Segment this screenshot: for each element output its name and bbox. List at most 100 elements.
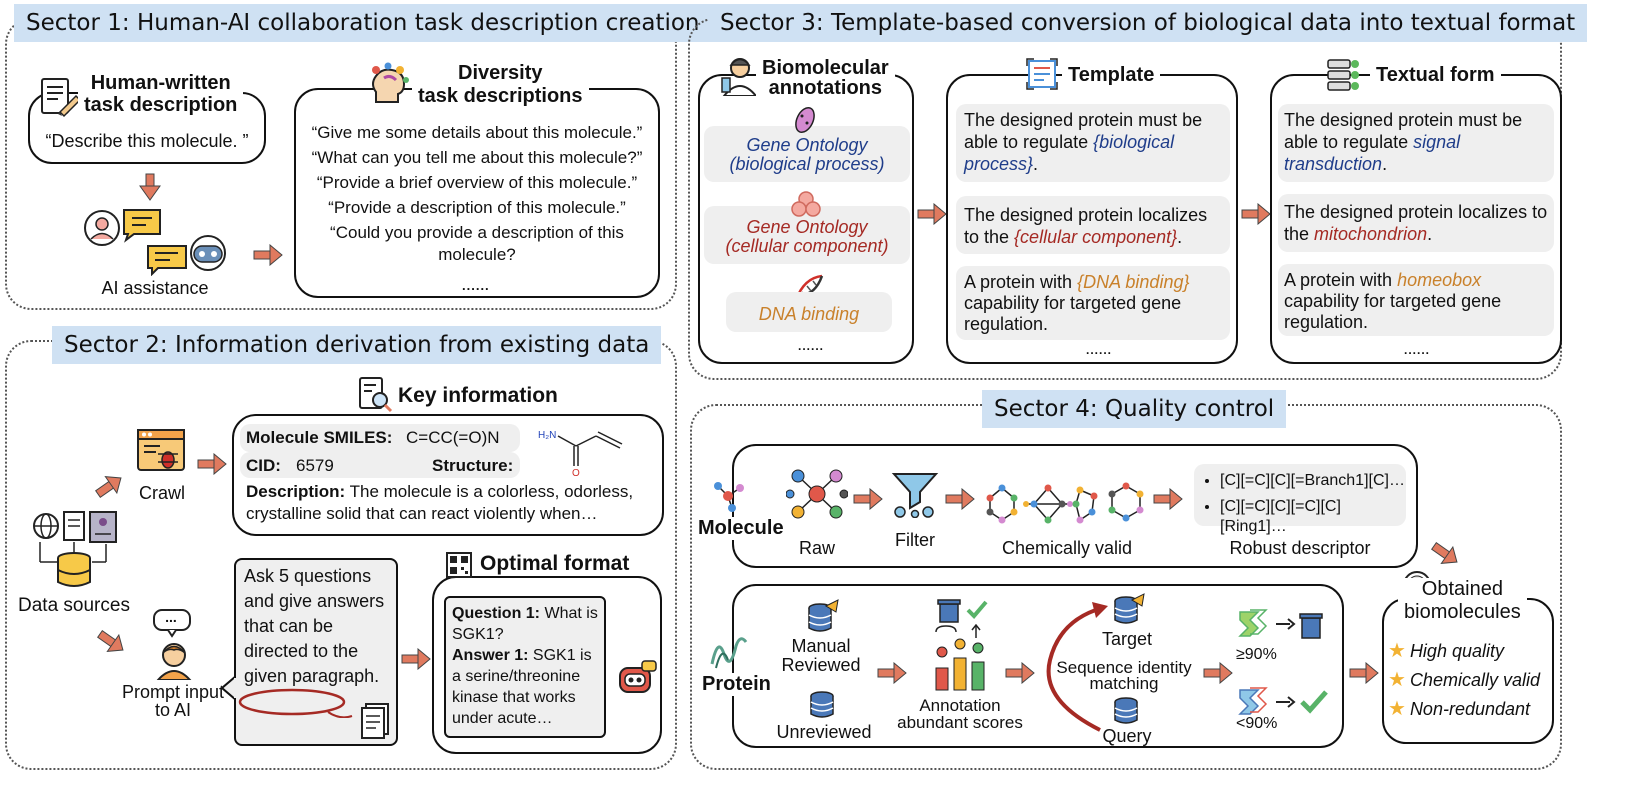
matching-curve-arrow — [1046, 602, 1108, 732]
list-item: “Could you provide a description of this… — [330, 223, 624, 264]
sector-1-title: Sector 1: Human-AI collaboration task de… — [14, 4, 712, 43]
document-search-icon — [356, 376, 394, 419]
prompt-text: Ask 5 questions and give answers that ca… — [244, 566, 385, 686]
textual-title: Textual form — [1370, 64, 1501, 86]
list-item: [C][=C][C][=C][C][Ring1]… — [1220, 497, 1406, 537]
protein-icon — [708, 634, 748, 675]
list-item: “What can you tell me about this molecul… — [311, 148, 643, 167]
smiles-label: Molecule SMILES: — [246, 428, 393, 447]
right-arrow — [197, 453, 227, 475]
raw-molecules-icon — [785, 464, 849, 529]
descriptor-list: [C][=C][C][=Branch1][C]… [C][=C][C][=C][… — [1194, 471, 1406, 537]
cells-icon — [790, 190, 822, 223]
score-bars-icon — [930, 623, 990, 699]
star-icon: ★ — [1388, 698, 1406, 720]
query-label: Query — [1102, 726, 1152, 746]
template-item-3: A protein with {DNA binding} capability … — [964, 272, 1190, 334]
diversity-box — [294, 88, 660, 298]
optimal-content-box — [444, 596, 606, 738]
right-arrow — [1005, 662, 1035, 684]
target-db-icon — [1112, 592, 1146, 631]
template-item-2: The designed protein localizes to the {c… — [964, 205, 1208, 247]
filter-label: Filter — [895, 530, 935, 550]
template-title: Template — [1062, 64, 1161, 86]
ellipsis: ...... — [462, 278, 490, 293]
database-reviewed-icon — [806, 598, 840, 639]
qa-block: Question 1: What is SGK1? Answer 1: SGK1… — [452, 603, 602, 729]
description-block: Description: The molecule is a colorless… — [246, 481, 656, 525]
speech-bubble-icon — [152, 608, 194, 643]
annotations-title: Biomolecular annotations — [756, 58, 895, 98]
manual-label: Manual Reviewed — [781, 636, 861, 675]
annotation-bio-process: Gene Ontology (biological process) — [729, 135, 885, 174]
sector-3-title: Sector 3: Template-based conversion of b… — [708, 4, 1588, 43]
obtained-title: Obtained biomolecules — [1398, 578, 1527, 624]
abundant-label: Annotation abundant scores — [897, 696, 1023, 732]
annotation-bg-2 — [704, 206, 910, 264]
template-item-bg-2 — [956, 196, 1230, 254]
ellipsis: ...... — [1404, 343, 1431, 357]
diagonal-arrow — [1430, 540, 1462, 570]
smiles-row-bg — [240, 424, 520, 452]
document-icon — [358, 702, 392, 745]
molecule-icon — [710, 478, 746, 519]
cid-label: CID: — [246, 456, 281, 475]
prompt-box-pointer — [222, 676, 236, 700]
diversity-list: “Give me some details about this molecul… — [294, 122, 660, 266]
list-item: ★ High quality — [1388, 640, 1504, 662]
textual-item-bg-2 — [1278, 194, 1554, 252]
description-value: The molecule is a colorless, odorless, c… — [246, 482, 634, 523]
trash-check-icon — [936, 596, 990, 629]
ellipsis: ...... — [798, 339, 825, 353]
qr-icon — [446, 552, 472, 583]
valid-label: Chemically valid — [1001, 538, 1133, 558]
diversity-title: Diversity task descriptions — [412, 62, 589, 108]
identity-label: Sequence identity matching — [1056, 658, 1192, 693]
list-item: “Provide a brief overview of this molecu… — [316, 173, 638, 192]
ge90-label: ≥90% — [1236, 646, 1277, 663]
answer-label: Answer 1: — [452, 647, 529, 664]
right-arrow — [253, 244, 283, 266]
smiles-value: C=CC(=O)N — [406, 428, 500, 447]
key-info-title: Key information — [392, 384, 564, 408]
query-db-icon — [1112, 696, 1140, 731]
list-item: [C][=C][C][=Branch1][C]… — [1220, 471, 1406, 491]
question-label: Question 1: — [452, 605, 541, 622]
list-item: “Give me some details about this molecul… — [311, 123, 643, 142]
right-arrow — [917, 203, 947, 225]
data-sources-icon — [30, 508, 120, 599]
textual-item-bg-1 — [1278, 104, 1554, 182]
down-arrow — [139, 173, 161, 201]
textual-item-2: The designed protein localizes to the mi… — [1284, 202, 1548, 244]
textual-item-3: A protein with homeobox capability for t… — [1284, 270, 1502, 332]
descriptor-bg — [1194, 464, 1406, 526]
highlight-circle — [238, 688, 353, 718]
diagonal-arrow — [96, 628, 128, 658]
cid-value: 6579 — [296, 456, 334, 475]
crawl-label: Crawl — [138, 483, 185, 503]
server-check-icon — [1326, 58, 1362, 97]
ai-assistance-label: AI assistance — [101, 278, 209, 298]
molecule-label: Molecule — [696, 517, 786, 540]
person-icon — [154, 640, 194, 685]
prompt-label: Prompt input to AI — [121, 682, 225, 720]
right-arrow — [1153, 488, 1183, 510]
ai-chat-icon — [82, 206, 232, 281]
list-item: ★ Non-redundant — [1388, 698, 1531, 720]
right-arrow — [945, 488, 975, 510]
optimal-title: Optimal format — [474, 552, 636, 576]
template-item-bg-3 — [956, 266, 1230, 340]
diagonal-arrow — [94, 470, 126, 500]
annotation-bg-3 — [726, 292, 892, 332]
crawl-icon — [136, 428, 188, 481]
star-icon: ★ — [1388, 640, 1406, 662]
right-arrow — [401, 648, 431, 670]
descriptor-label: Robust descriptor — [1229, 538, 1371, 558]
sector-2-title: Sector 2: Information derivation from ex… — [52, 326, 662, 365]
sector-4-title: Sector 4: Quality control — [982, 390, 1287, 429]
list-item: “Provide a description of this molecule.… — [328, 198, 626, 217]
data-sources-label: Data sources — [18, 595, 130, 616]
molecule-structure: H₂N O — [536, 424, 628, 483]
description-label: Description: — [246, 482, 346, 501]
annotation-dna-binding: DNA binding — [758, 304, 860, 324]
